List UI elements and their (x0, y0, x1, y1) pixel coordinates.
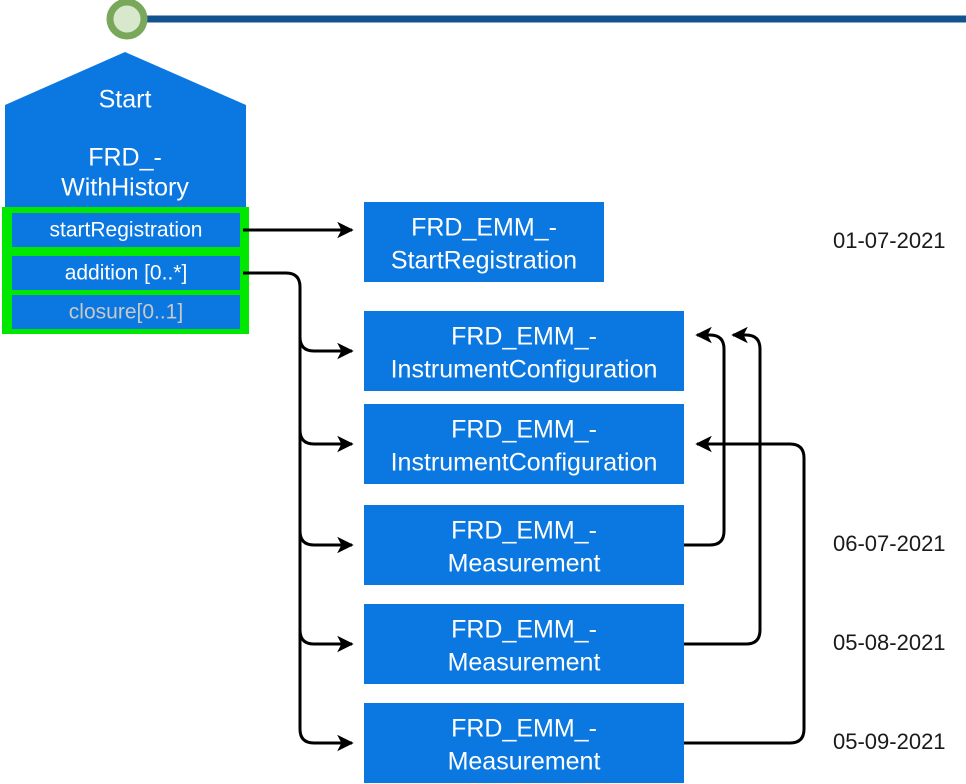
date-label-0: 01-07-2021 (833, 228, 946, 253)
node-n5[interactable]: FRD_EMM_- Measurement (364, 604, 684, 684)
connector-addition-to-n2 (243, 271, 354, 360)
node-n1[interactable]: FRD_EMM_- StartRegistration (364, 202, 604, 282)
node-n6-line1: FRD_EMM_- (451, 715, 597, 743)
node-n2-box (364, 311, 684, 391)
node-n3-line1: FRD_EMM_- (451, 416, 597, 444)
start-node-row-1-label: addition [0..*] (65, 262, 188, 285)
node-n6-box (364, 703, 684, 783)
connector-n4-to-n2-loop (684, 326, 726, 547)
node-n4-line2: Measurement (448, 550, 601, 578)
date-label-1: 06-07-2021 (833, 531, 946, 556)
connector-n6-to-n3-loop (684, 435, 806, 745)
start-node-title-line2: WithHistory (61, 174, 189, 202)
node-n2-line2: InstrumentConfiguration (391, 356, 658, 384)
start-node-row-2-label: closure[0..1] (69, 301, 183, 324)
start-node-shape (5, 52, 246, 207)
connector-addition-to-n5 (298, 500, 354, 653)
start-node-row-0[interactable] (12, 213, 240, 247)
node-n4[interactable]: FRD_EMM_- Measurement (364, 505, 684, 585)
node-n4-line1: FRD_EMM_- (451, 517, 597, 545)
node-n5-box (364, 604, 684, 684)
node-n4-box (364, 505, 684, 585)
node-n3-line2: InstrumentConfiguration (391, 449, 658, 477)
start-node-header: Start (99, 86, 152, 114)
connector-addition-to-n3 (298, 300, 354, 453)
start-node-row-1[interactable] (12, 256, 240, 290)
node-n3-box (364, 404, 684, 484)
date-label-3: 05-09-2021 (833, 729, 946, 754)
node-n1-line1: FRD_EMM_- (411, 214, 557, 242)
start-node-row-0-label: startRegistration (50, 219, 203, 242)
connector-addition-to-n4 (298, 400, 354, 554)
node-n1-line2: StartRegistration (391, 247, 577, 275)
node-n2[interactable]: FRD_EMM_- InstrumentConfiguration (364, 311, 684, 391)
node-n5-line2: Measurement (448, 649, 601, 677)
start-node-row-2[interactable] (12, 295, 240, 329)
node-n6[interactable]: FRD_EMM_- Measurement (364, 703, 684, 783)
node-n2-line1: FRD_EMM_- (451, 323, 597, 351)
start-node[interactable]: Start FRD_- WithHistory startRegistratio… (2, 52, 249, 334)
date-label-2: 05-08-2021 (833, 630, 946, 655)
timeline-group (106, 0, 966, 40)
timeline-start-circle[interactable] (106, 0, 148, 40)
node-n3[interactable]: FRD_EMM_- InstrumentConfiguration (364, 404, 684, 484)
connector-n5-to-n2-loop (684, 326, 762, 646)
node-n6-line2: Measurement (448, 748, 601, 776)
start-node-title-line1: FRD_- (88, 144, 162, 172)
node-n5-line1: FRD_EMM_- (451, 616, 597, 644)
node-n1-box (364, 202, 604, 282)
connector-addition-to-n6 (298, 600, 354, 752)
